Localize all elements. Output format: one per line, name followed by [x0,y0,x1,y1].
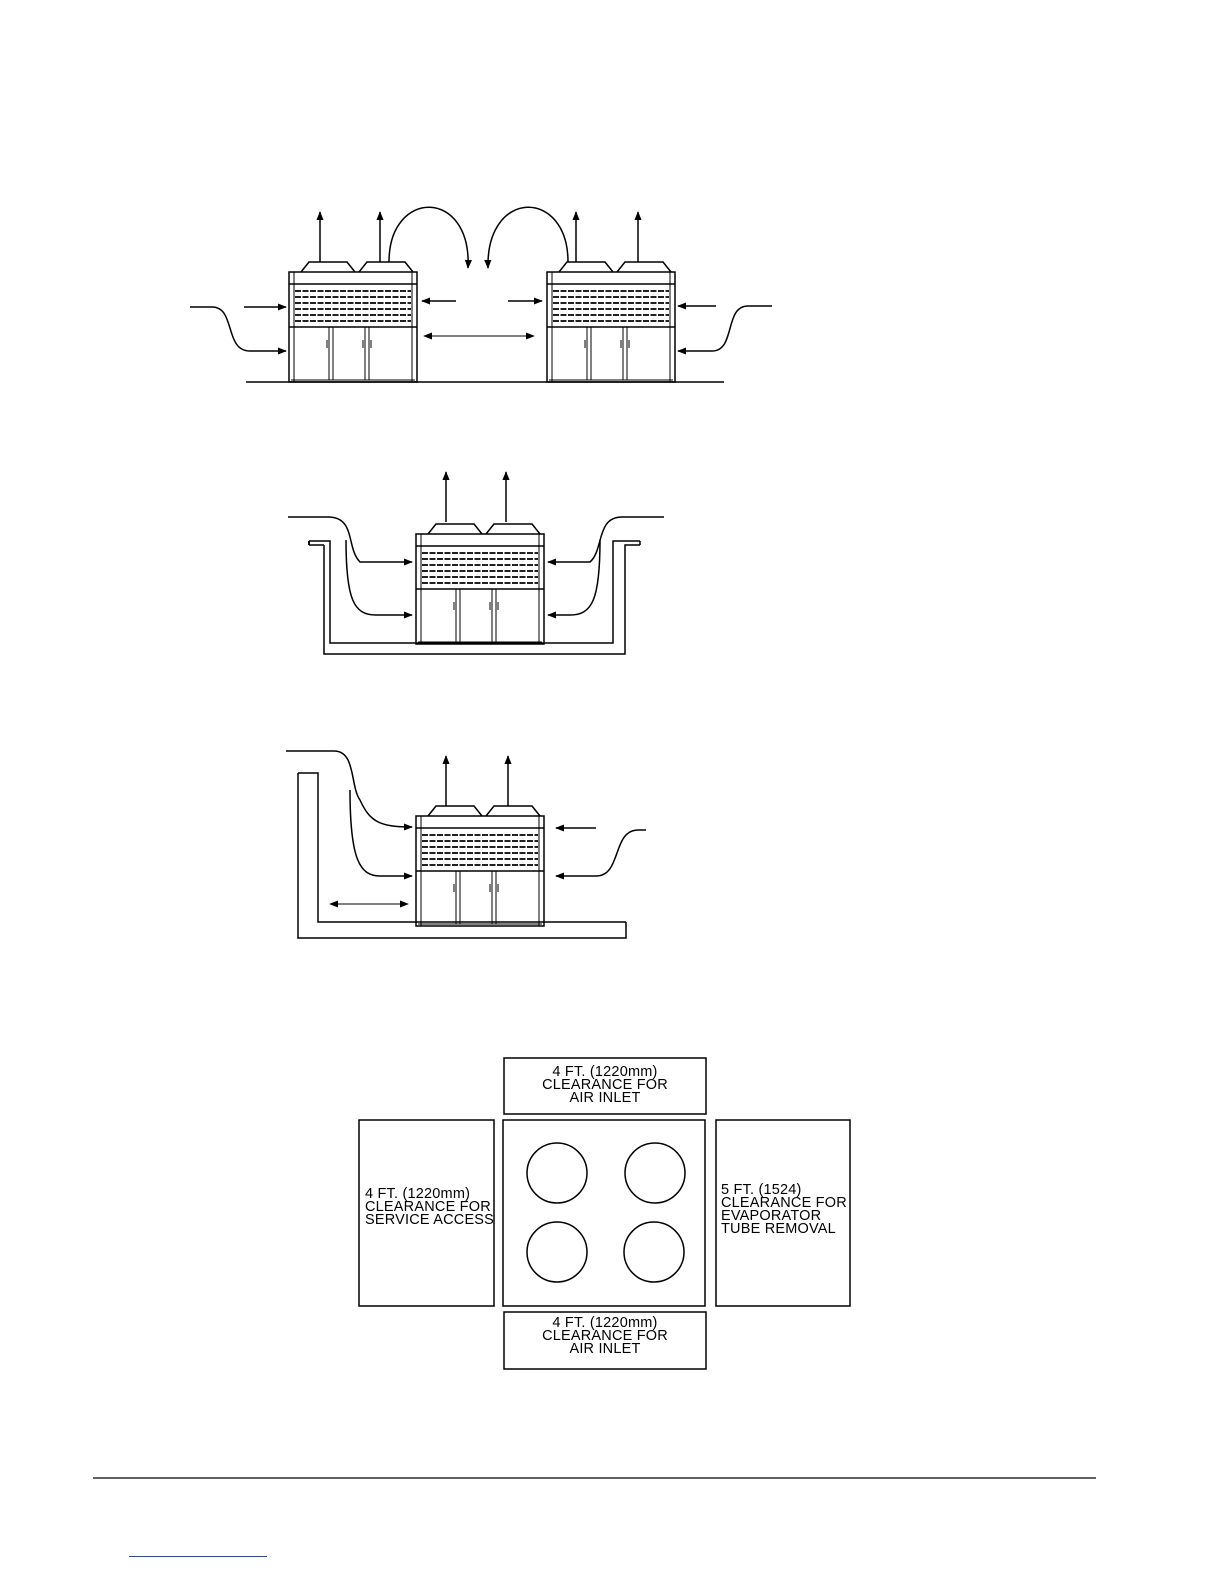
air-inlet-arrow [548,517,664,562]
fan-circle [625,1143,685,1203]
chiller-unit-wall [416,806,544,926]
clearance-right-line4: TUBE REMOVAL [721,1223,847,1236]
clearance-top-line3: AIR INLET [504,1092,706,1105]
clearance-left-line3: SERVICE ACCESS [365,1214,494,1227]
side-by-side-units-diagram [190,207,772,382]
clearance-label-top: 4 FT. (1220mm) CLEARANCE FOR AIR INLET [504,1066,706,1105]
clearance-label-right: 5 FT. (1524) CLEARANCE FOR EVAPORATOR TU… [721,1184,847,1236]
recirculation-arrow [389,207,468,268]
wall-installation-diagram [286,751,646,938]
air-inlet-arrow [548,540,600,615]
chiller-unit-right [547,262,675,382]
air-inlet-arrow [350,790,412,876]
air-inlet-arrow [190,307,286,351]
air-inlet-arrow [288,517,412,562]
air-inlet-arrow [346,540,412,615]
fan-circle [624,1222,684,1282]
air-inlet-arrow [556,830,646,876]
chiller-unit-pit [416,524,544,644]
fan-circle [527,1143,587,1203]
clearance-label-bottom: 4 FT. (1220mm) CLEARANCE FOR AIR INLET [504,1317,706,1356]
wall-outer-line [298,773,626,938]
clearance-label-left: 4 FT. (1220mm) CLEARANCE FOR SERVICE ACC… [365,1188,494,1227]
clearance-bottom-line3: AIR INLET [504,1343,706,1356]
air-inlet-arrow [286,751,412,827]
pit-inner-wall [309,541,634,643]
footer-link-underline [129,1556,267,1557]
air-inlet-arrow [678,306,772,351]
unit-plan-outline [503,1120,705,1306]
fan-circle [527,1222,587,1282]
chiller-unit-left [289,262,417,382]
recirculation-arrow [488,207,568,268]
pit-installation-diagram [288,472,664,654]
